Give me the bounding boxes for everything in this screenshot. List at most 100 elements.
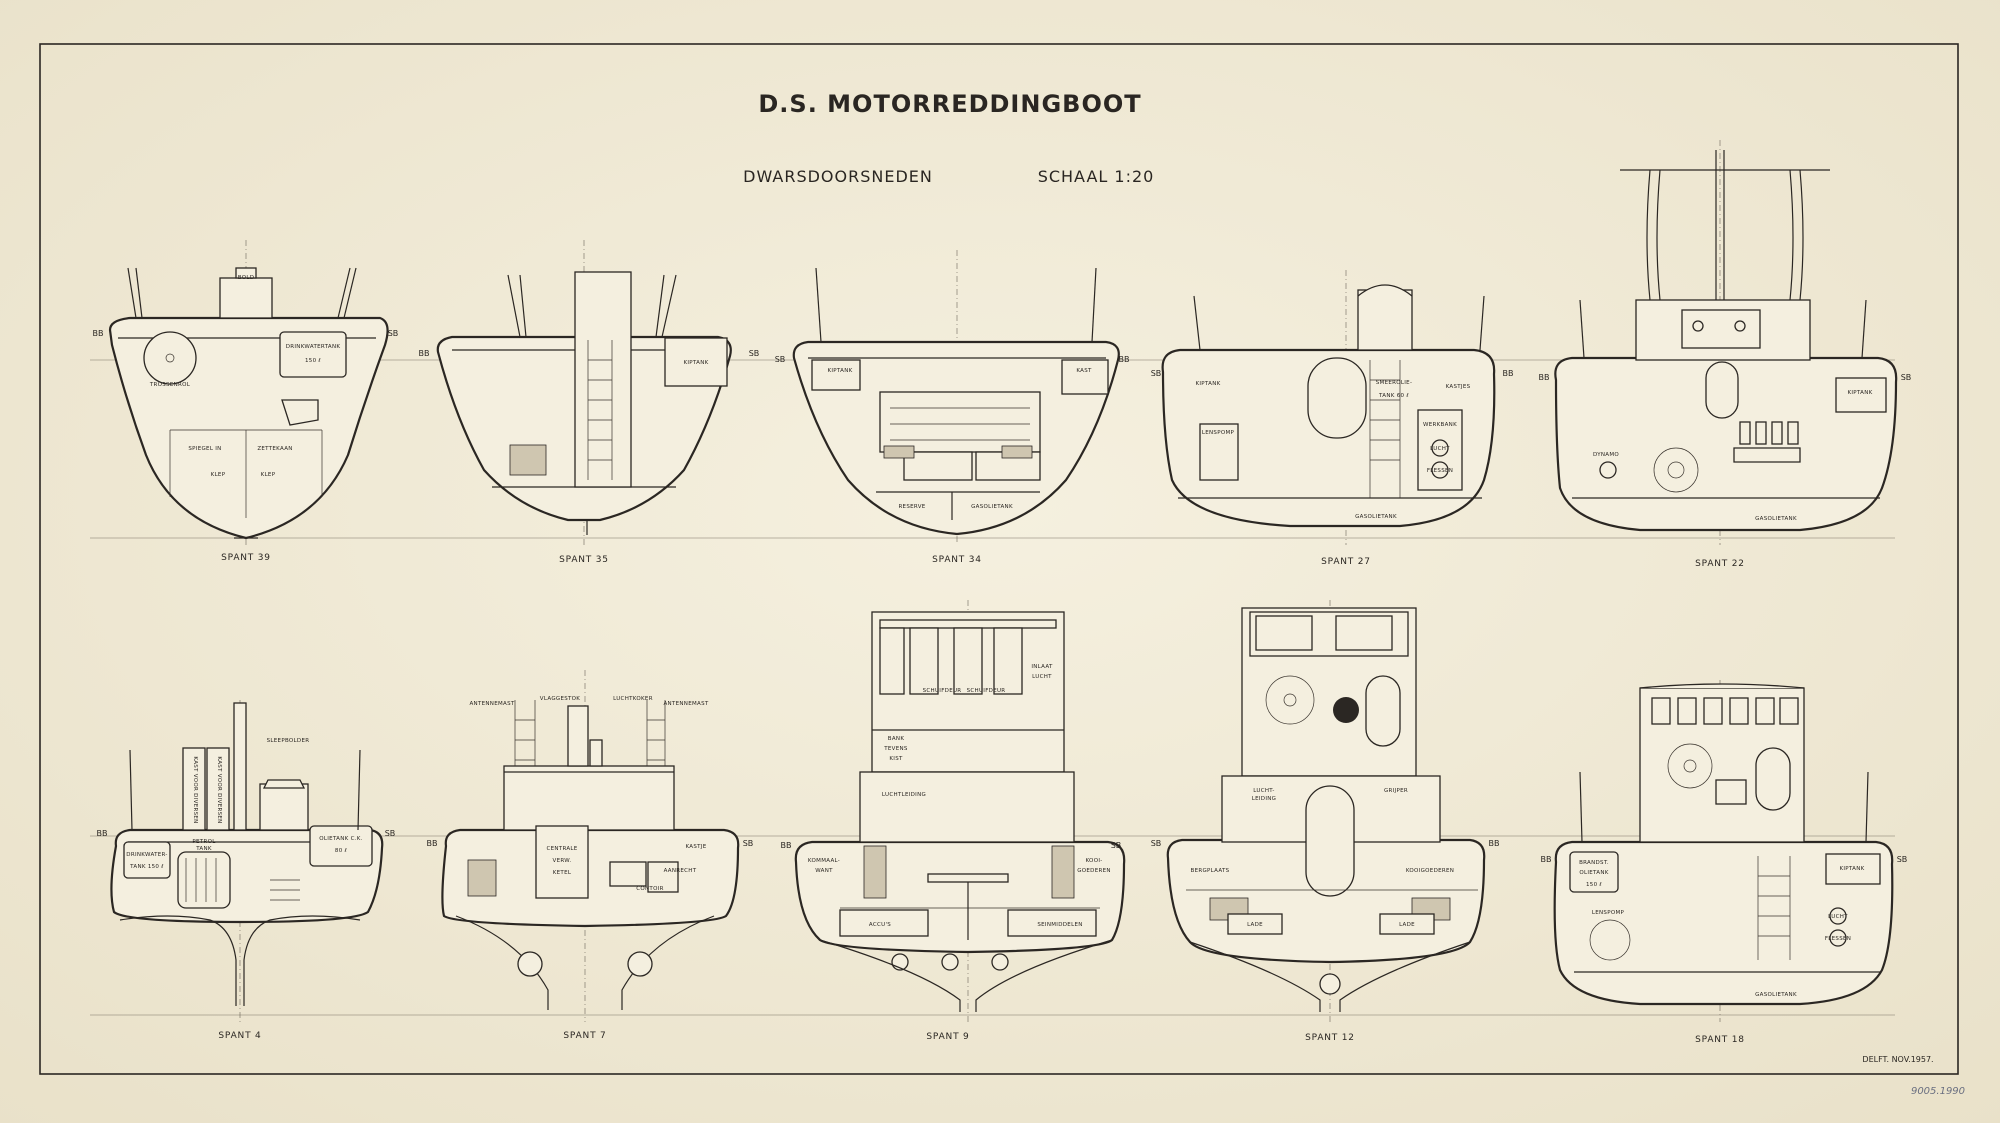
- label-kiptank: KIPTANK: [1847, 390, 1872, 396]
- label-lucht: LUCHT: [1032, 674, 1052, 680]
- side-label-sb: SB: [388, 329, 399, 338]
- label-kast-diversen-1: KAST VOOR DIVERSEN: [192, 756, 198, 823]
- label-lucht: LUCHT: [1430, 446, 1450, 452]
- label-drinkwatertank-volume: 150 ℓ: [305, 358, 321, 364]
- label-inlaat: INLAAT: [1031, 664, 1053, 670]
- label-vlaggestok: VLAGGESTOK: [540, 696, 580, 702]
- label-ketel: KETEL: [553, 870, 572, 876]
- side-label-bb: BB: [1489, 839, 1500, 848]
- label-lenspomp: LENSPOMP: [1592, 910, 1625, 916]
- label-lade-left: LADE: [1247, 922, 1263, 928]
- label-olietank-volume: 150 ℓ: [1586, 882, 1602, 888]
- label-smeerolietank: SMEEROLIE-: [1376, 380, 1412, 386]
- label-verw: VERW.: [553, 858, 572, 864]
- side-label-sb: SB: [743, 839, 754, 848]
- side-label-bb: BB: [427, 839, 438, 848]
- caption-spant-22: SPANT 22: [1695, 559, 1745, 569]
- label-drinkwatertank-volume: TANK 150 ℓ: [129, 864, 164, 870]
- label-olietank-volume: 80 ℓ: [335, 848, 347, 854]
- caption-spant-18: SPANT 18: [1695, 1035, 1745, 1045]
- label-lucht: LUCHT-: [1253, 788, 1274, 794]
- label-dynamo: DYNAMO: [1593, 452, 1619, 458]
- label-grijper: GRIJPER: [1384, 788, 1408, 794]
- label-goederen: GOEDEREN: [1077, 868, 1111, 874]
- section-spant-27: KIPTANK SMEEROLIE- TANK 60 ℓ KASTJES WER…: [1151, 270, 1514, 567]
- section-spant-35: KIPTANK BB SB SPANT 35: [419, 240, 760, 565]
- side-label-bb: BB: [93, 329, 104, 338]
- label-lenspomp: LENSPOMP: [1202, 430, 1235, 436]
- caption-spant-7: SPANT 7: [563, 1031, 606, 1041]
- drawing-title: D.S. MOTORREDDINGBOOT: [758, 90, 1141, 118]
- side-label-sb: SB: [1897, 855, 1908, 864]
- side-label-sb: SB: [1151, 839, 1162, 848]
- label-smeerolietank-volume: TANK 60 ℓ: [1378, 393, 1409, 399]
- section-spant-9: SCHUIFDEUR SCHUIFDEUR INLAAT LUCHT BANK …: [781, 600, 1126, 1042]
- label-seinmiddelen: SEINMIDDELEN: [1037, 922, 1082, 928]
- label-klep-left: KLEP: [211, 472, 226, 478]
- caption-spant-34: SPANT 34: [932, 555, 982, 565]
- caption-spant-27: SPANT 27: [1321, 557, 1371, 567]
- side-label-sb: SB: [1111, 841, 1122, 850]
- side-label-bb: BB: [1541, 855, 1552, 864]
- label-zettekaan: ZETTEKAAN: [257, 446, 292, 452]
- label-kooi: KOOI-: [1085, 858, 1102, 864]
- label-contoir: CONTOIR: [636, 886, 664, 892]
- label-antennemast-right: ANTENNEMAST: [663, 701, 708, 707]
- label-gasolietank: GASOLIETANK: [971, 504, 1013, 510]
- label-schuifdeur-right: SCHUIFDEUR: [967, 688, 1006, 694]
- drawing-subtitle: DWARSDOORSNEDEN: [743, 167, 933, 186]
- label-reserve: RESERVE: [898, 504, 925, 510]
- side-label-bb: BB: [1539, 373, 1550, 382]
- side-label-bb: BB: [1119, 355, 1130, 364]
- label-kiptank: KIPTANK: [827, 368, 852, 374]
- side-label-sb: SB: [385, 829, 396, 838]
- label-bold: BOLD: [238, 275, 255, 281]
- label-kiptank: KIPTANK: [1839, 866, 1864, 872]
- label-kastjes: KASTJES: [1446, 384, 1471, 390]
- label-klep-right: KLEP: [261, 472, 276, 478]
- label-kast-diversen-2: KAST VOOR DIVERSEN: [216, 756, 222, 823]
- label-spiegel-in: SPIEGEL IN: [188, 446, 221, 452]
- section-spant-12: LUCHT- LEIDING GRIJPER BERGPLAATS KOOIGO…: [1151, 600, 1500, 1043]
- label-leiding: LEIDING: [1252, 796, 1277, 802]
- label-kooigoederen: KOOIGOEDEREN: [1406, 868, 1454, 874]
- side-label-sb: SB: [775, 355, 786, 364]
- drawing-scale: SCHAAL 1:20: [1038, 167, 1155, 186]
- label-lade-right: LADE: [1399, 922, 1415, 928]
- caption-spant-39: SPANT 39: [221, 553, 271, 563]
- section-spant-7: ANTENNEMAST VLAGGESTOK LUCHTKOKER ANTENN…: [427, 670, 754, 1041]
- label-brandst: BRANDST.: [1579, 860, 1609, 866]
- section-spant-4: SLEEPBOLDER DRINKWATER- TANK 150 ℓ PETRO…: [97, 700, 396, 1041]
- label-kiptank: KIPTANK: [683, 360, 708, 366]
- label-gasolietank: GASOLIETANK: [1755, 992, 1797, 998]
- side-label-sb: SB: [749, 349, 760, 358]
- label-luchtleiding: LUCHTLEIDING: [882, 792, 926, 798]
- label-tevens: TEVENS: [883, 746, 908, 752]
- section-spant-34: KIPTANK KAST RESERVE GASOLIETANK SB BB S…: [775, 250, 1130, 565]
- label-schuifdeur-left: SCHUIFDEUR: [923, 688, 962, 694]
- label-luchtkoker: LUCHTKOKER: [613, 696, 653, 702]
- pencil-archive-note: 9005.1990: [1911, 1086, 1965, 1097]
- label-bank: BANK: [888, 736, 905, 742]
- label-olietank: OLIETANK: [1579, 870, 1608, 876]
- label-flessen: FLESSEN: [1825, 936, 1851, 942]
- side-label-sb: SB: [1151, 369, 1162, 378]
- label-accus: ACCU'S: [869, 922, 891, 928]
- label-petrol: PETROL: [192, 839, 216, 845]
- caption-spant-9: SPANT 9: [926, 1032, 969, 1042]
- label-aanrecht: AANRECHT: [664, 868, 697, 874]
- label-flessen: FLESSEN: [1427, 468, 1453, 474]
- label-want: WANT: [815, 868, 833, 874]
- side-label-bb: BB: [1503, 369, 1514, 378]
- label-trossenrol: TROSSENROL: [149, 382, 191, 388]
- caption-spant-35: SPANT 35: [559, 555, 609, 565]
- label-gasolietank: GASOLIETANK: [1755, 516, 1797, 522]
- footer-date-note: DELFT. NOV.1957.: [1862, 1055, 1933, 1064]
- side-label-bb: BB: [97, 829, 108, 838]
- label-centrale: CENTRALE: [546, 846, 577, 852]
- side-label-bb: BB: [419, 349, 430, 358]
- label-kiptank: KIPTANK: [1195, 381, 1220, 387]
- label-kommaal: KOMMAAL-: [808, 858, 840, 864]
- label-tank: TANK: [195, 846, 212, 852]
